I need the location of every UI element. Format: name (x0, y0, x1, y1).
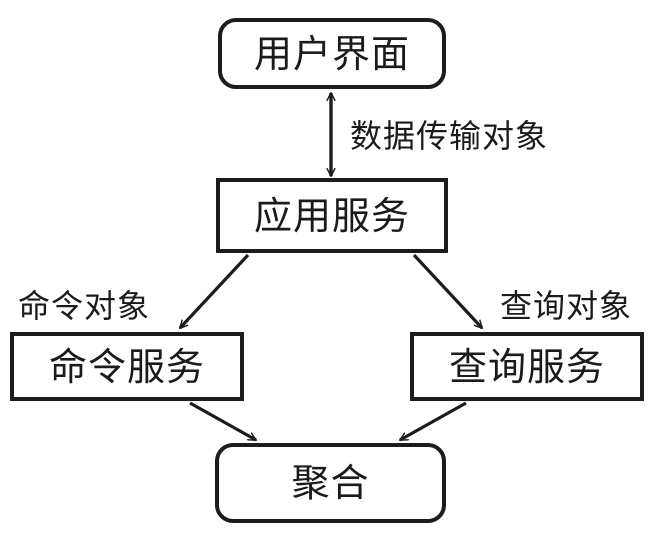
edge-app-command (178, 253, 250, 330)
node-command-service-label: 命令服务 (48, 344, 205, 389)
node-user-interface-label: 用户界面 (253, 31, 410, 76)
edge-label-command-object: 命令对象 (18, 287, 151, 325)
node-aggregate-label: 聚合 (291, 461, 370, 505)
edge-label-query-object: 查询对象 (500, 287, 633, 325)
node-aggregate[interactable]: 聚合 (215, 443, 446, 523)
node-application-service-label: 应用服务 (253, 193, 410, 238)
node-application-service[interactable]: 应用服务 (216, 178, 448, 253)
edge-command-aggregate (189, 401, 256, 442)
edge-label-data-transfer-object: 数据传输对象 (350, 117, 549, 155)
node-command-service[interactable]: 命令服务 (10, 332, 244, 401)
node-query-service[interactable]: 查询服务 (410, 332, 644, 401)
node-query-service-label: 查询服务 (448, 344, 605, 389)
edge-app-query (412, 253, 484, 330)
node-user-interface[interactable]: 用户界面 (218, 18, 446, 89)
edge-query-aggregate (400, 401, 467, 442)
